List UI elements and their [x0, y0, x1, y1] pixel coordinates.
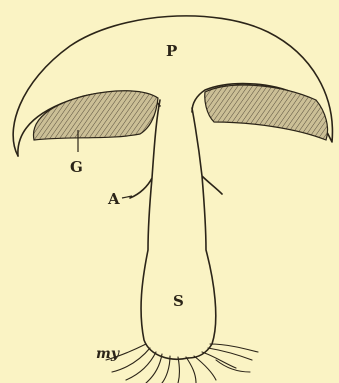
stipe-right-edge	[188, 108, 222, 358]
stipe-left-edge	[130, 100, 188, 359]
label-stipe: S	[173, 292, 184, 310]
label-mycelium: my	[96, 346, 120, 362]
label-annulus: A	[107, 190, 120, 208]
gill-left	[33, 91, 158, 140]
mycelium-roots	[106, 344, 258, 383]
label-gills: G	[70, 158, 83, 176]
gill-right	[205, 85, 328, 140]
label-pileus: P	[166, 42, 177, 60]
